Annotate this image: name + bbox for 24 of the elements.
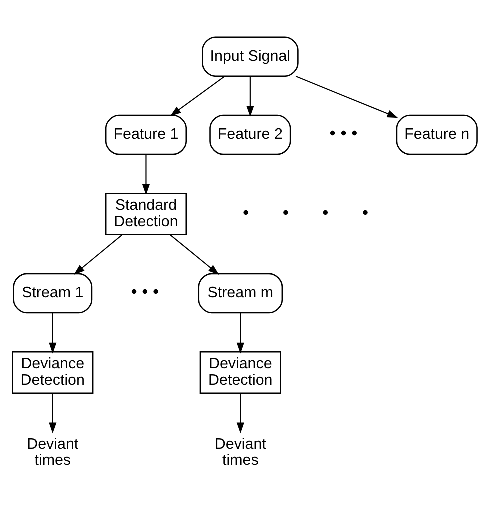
label: • • • • (242, 202, 369, 222)
arrow (296, 76, 398, 118)
arrow (74, 234, 123, 274)
node-box: Feature 1 (105, 114, 188, 155)
node-box: Deviance Detection (200, 350, 282, 394)
arrow (49, 312, 57, 354)
label: • • • (131, 281, 160, 302)
node-box: Stream 1 (13, 272, 93, 314)
node-box: Feature 2 (210, 114, 292, 155)
arrow (170, 234, 220, 274)
arrow (236, 312, 244, 354)
node-text: Deviant times (27, 435, 79, 469)
node-box: Input Signal (202, 36, 299, 77)
node-box: Standard Detection (105, 192, 188, 236)
arrow (246, 76, 254, 117)
node-box: Feature n (396, 114, 478, 155)
arrow (49, 393, 57, 434)
arrow (142, 154, 150, 195)
arrow (170, 76, 225, 116)
node-box: Deviance Detection (12, 350, 94, 394)
node-text: Deviant times (214, 435, 266, 469)
arrow (236, 393, 244, 434)
label: • • • (330, 122, 358, 143)
node-box: Stream m (198, 272, 284, 314)
